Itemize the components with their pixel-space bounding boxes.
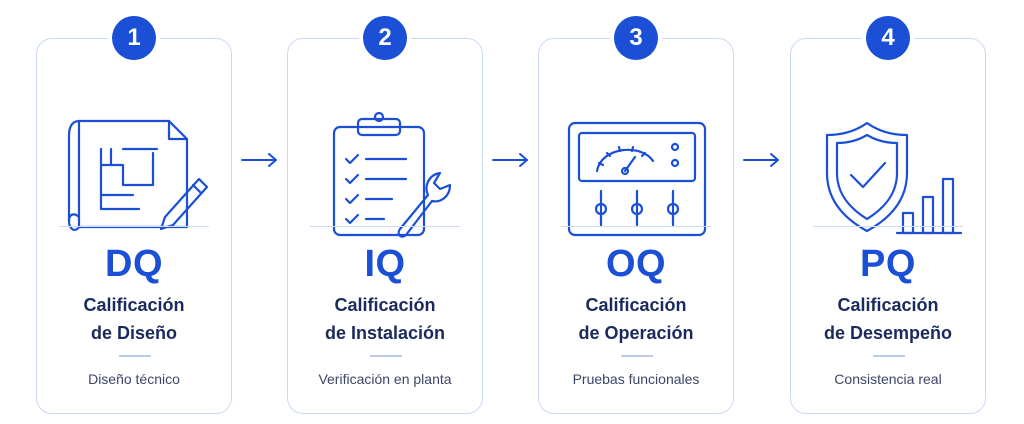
step-number-badge: 1 [112,16,156,60]
step-name-line2: de Instalación [324,323,446,343]
step-tagline: Consistencia real [834,371,942,387]
step-number-badge: 3 [614,16,658,60]
step-card-pq: PQ Calificación de Desempeño Consistenci… [790,38,986,414]
card-divider [561,226,711,227]
step-tagline: Verificación en planta [318,371,452,387]
arrow-right-icon [742,150,782,170]
card-divider [813,226,963,227]
arrow-right-icon [491,150,531,170]
shield-check-chart-icon [815,109,963,239]
step-code: PQ [860,243,916,285]
short-divider [621,355,653,357]
step-name: Calificación de Instalación [288,291,482,347]
step-name-line2: de Desempeño [823,323,953,343]
step-code: DQ [105,243,163,285]
step-name-line2: de Operación [578,323,694,343]
step-tagline: Pruebas funcionales [572,371,700,387]
step-name-line1: Calificación [837,295,939,315]
step-number-badge: 4 [866,16,910,60]
card-divider [310,226,460,227]
control-panel-gauge-icon [563,109,711,239]
step-card-iq: IQ Calificación de Instalación Verificac… [287,38,483,414]
step-card-dq: DQ Calificación de Diseño Diseño técnico [36,38,232,414]
step-tagline: Diseño técnico [88,371,180,387]
step-name-line1: Calificación [83,295,185,315]
step-code: IQ [364,243,406,285]
short-divider [370,355,402,357]
short-divider [119,355,151,357]
step-name-line1: Calificación [334,295,436,315]
step-name: Calificación de Desempeño [791,291,985,347]
step-name-line1: Calificación [585,295,687,315]
card-divider [59,226,209,227]
step-name: Calificación de Diseño [37,291,231,347]
step-name-line2: de Diseño [90,323,178,343]
step-name: Calificación de Operación [539,291,733,347]
blueprint-pencil-icon [61,109,209,239]
arrow-right-icon [240,150,280,170]
clipboard-wrench-icon [312,109,460,239]
step-number-badge: 2 [363,16,407,60]
step-card-oq: OQ Calificación de Operación Pruebas fun… [538,38,734,414]
step-code: OQ [605,243,667,285]
short-divider [873,355,905,357]
